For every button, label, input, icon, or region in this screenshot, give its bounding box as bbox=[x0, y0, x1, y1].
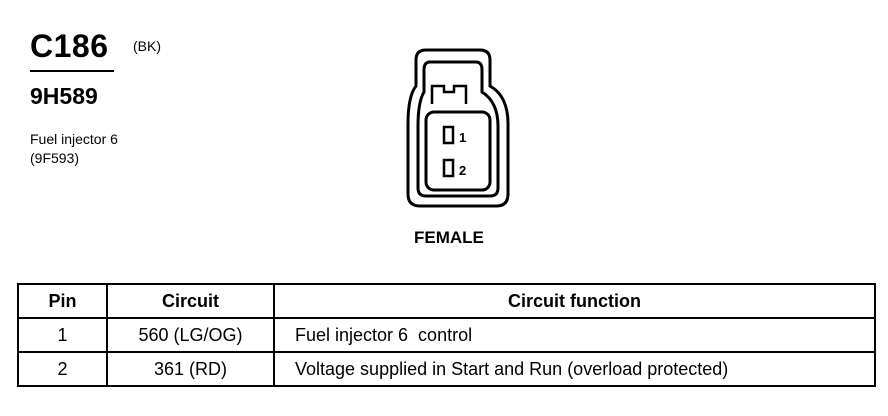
header-divider bbox=[30, 70, 114, 72]
pin-circuit-table: Pin Circuit Circuit function 1 560 (LG/O… bbox=[17, 283, 876, 387]
circuit-cell: 361 (RD) bbox=[106, 351, 275, 387]
table-row: 2 361 (RD) Voltage supplied in Start and… bbox=[17, 351, 876, 387]
part-number: 9H589 bbox=[30, 83, 98, 109]
column-header-circuit: Circuit bbox=[106, 283, 275, 319]
circuit-cell: 560 (LG/OG) bbox=[106, 317, 275, 353]
column-header-pin: Pin bbox=[17, 283, 108, 319]
pin-cavity-2 bbox=[442, 158, 455, 178]
pin-label-1: 1 bbox=[459, 130, 466, 145]
circuit-function-cell: Fuel injector 6 control bbox=[273, 317, 876, 353]
component-reference: (9F593) bbox=[30, 150, 80, 166]
connector-face-drawing: 1 2 bbox=[406, 48, 510, 208]
circuit-function-cell: Voltage supplied in Start and Run (overl… bbox=[273, 351, 876, 387]
locking-tab bbox=[430, 84, 468, 104]
connector-gender-label: FEMALE bbox=[414, 228, 484, 247]
connector-color-code: (BK) bbox=[133, 38, 161, 54]
pin-cell: 2 bbox=[17, 351, 108, 387]
table-row: 1 560 (LG/OG) Fuel injector 6 control bbox=[17, 317, 876, 353]
connector-id: C186 bbox=[30, 28, 109, 64]
pin-cavity-1 bbox=[442, 125, 455, 145]
table-header-row: Pin Circuit Circuit function bbox=[17, 283, 876, 319]
column-header-circuit-function: Circuit function bbox=[273, 283, 876, 319]
pin-cell: 1 bbox=[17, 317, 108, 353]
pin-label-2: 2 bbox=[459, 163, 466, 178]
connector-housing bbox=[406, 48, 510, 208]
component-name: Fuel injector 6 bbox=[30, 131, 118, 147]
